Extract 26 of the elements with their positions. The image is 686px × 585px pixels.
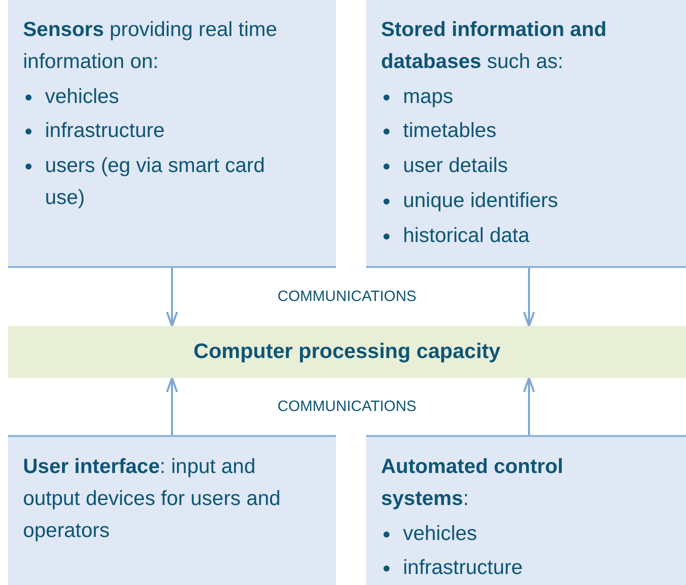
info-box — [8, 435, 336, 585]
arrow — [523, 377, 535, 435]
info-box — [366, 435, 686, 585]
box-heading: Stored information and databases such as: — [381, 17, 608, 75]
bullet-item: users (eg via smart card use) — [45, 154, 265, 209]
box-heading: Automated control systems: — [381, 454, 564, 512]
arrow — [166, 377, 178, 435]
info-box — [8, 0, 336, 268]
arrow — [523, 268, 535, 327]
bullet-item: vehicles — [45, 84, 120, 108]
bullet-item: infrastructure — [45, 119, 165, 142]
bullet-item: infrastructure — [403, 556, 523, 580]
bullet-item: vehicles — [403, 522, 478, 545]
connector-label: COMMUNICATIONS — [276, 288, 418, 305]
connector-label: COMMUNICATIONS — [276, 398, 418, 415]
box-heading: User interface: input and output devices for users and operators — [23, 454, 282, 544]
band-title: Computer processing capacity — [194, 339, 500, 366]
arrow — [166, 268, 178, 327]
bullet-item: historical data — [403, 224, 530, 247]
bullet-item: user details — [403, 154, 508, 178]
box-heading: Sensors providing real time information on: — [23, 17, 278, 75]
bullet-item: unique identifiers — [403, 188, 558, 212]
bullet-item: maps — [403, 84, 454, 108]
bullet-item: timetables — [403, 119, 496, 142]
process-band — [8, 326, 686, 378]
info-box — [366, 0, 686, 268]
